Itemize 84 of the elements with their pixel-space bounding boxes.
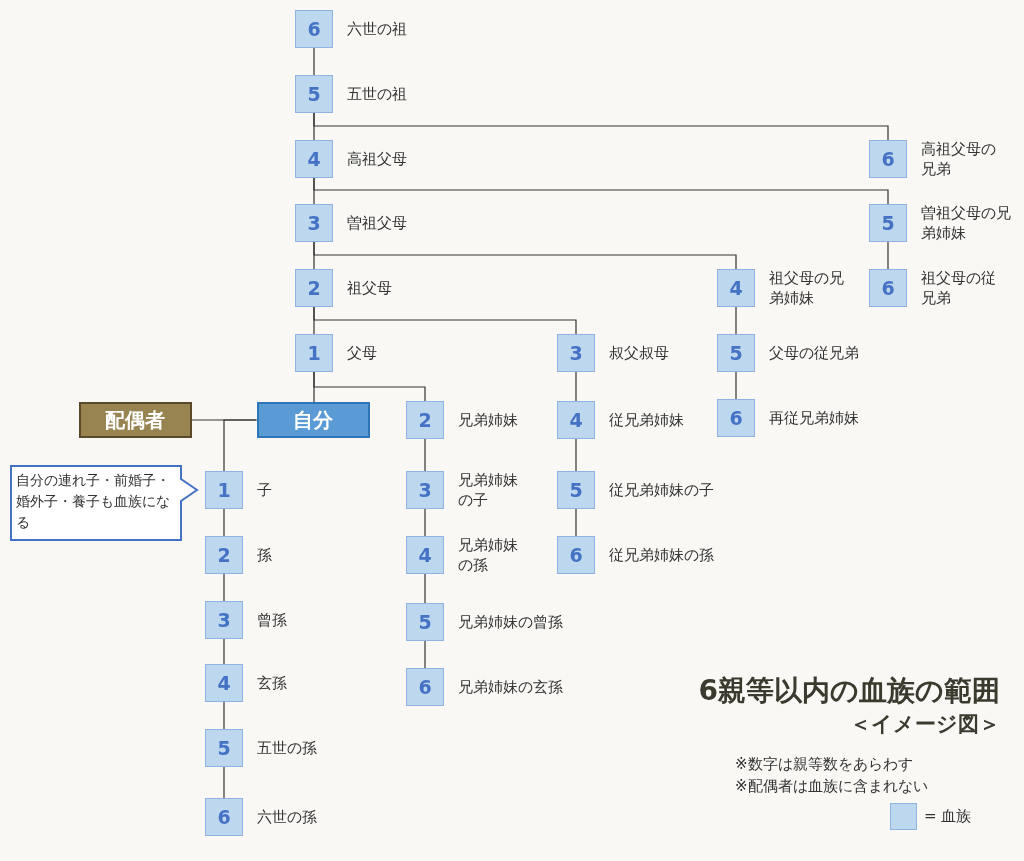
degree-box: 4 xyxy=(295,140,333,178)
connector-line xyxy=(313,177,889,205)
relative-label: 従兄弟姉妹の孫 xyxy=(609,545,715,565)
connector-line xyxy=(575,371,577,402)
connector-line xyxy=(313,306,577,335)
connector-line xyxy=(424,438,426,472)
connector-line xyxy=(313,112,889,141)
connector-line xyxy=(313,241,737,270)
degree-box: 3 xyxy=(406,471,444,509)
self-box: 自分 xyxy=(256,402,370,438)
degree-box: 3 xyxy=(205,601,243,639)
degree-box: 4 xyxy=(406,536,444,574)
relative-label: 五世の祖 xyxy=(347,84,408,104)
relative-label: 兄弟姉妹の孫 xyxy=(458,535,519,575)
degree-box: 5 xyxy=(869,204,907,242)
note-text: ※配偶者は血族に含まれない xyxy=(735,777,928,796)
connector-line xyxy=(424,573,426,604)
degree-box: 6 xyxy=(406,668,444,706)
degree-box: 3 xyxy=(295,204,333,242)
degree-box: 5 xyxy=(205,729,243,767)
connector-line xyxy=(575,508,577,537)
connector-line xyxy=(735,306,737,335)
connector-line xyxy=(575,438,577,472)
connector-line xyxy=(223,766,225,799)
degree-box: 2 xyxy=(205,536,243,574)
connector-line xyxy=(424,640,426,669)
relative-label: 兄弟姉妹 xyxy=(458,410,519,430)
relative-label: 高祖父母 xyxy=(347,149,408,169)
degree-box: 6 xyxy=(295,10,333,48)
relative-label: 五世の孫 xyxy=(257,738,318,758)
connector-line xyxy=(223,419,258,472)
degree-box: 4 xyxy=(205,664,243,702)
connector-line xyxy=(223,508,225,537)
relative-label: 祖父母の従兄弟 xyxy=(921,268,997,308)
relative-label: 高祖父母の兄弟 xyxy=(921,139,997,179)
relative-label: 兄弟姉妹の玄孫 xyxy=(458,677,564,697)
relative-label: 再従兄弟姉妹 xyxy=(769,408,860,428)
degree-box: 5 xyxy=(557,471,595,509)
degree-box: 2 xyxy=(406,401,444,439)
relative-label: 父母 xyxy=(347,343,378,363)
connector-line xyxy=(313,47,315,76)
connector-line xyxy=(313,371,426,402)
relative-label: 従兄弟姉妹 xyxy=(609,410,685,430)
degree-box: 6 xyxy=(869,140,907,178)
connector-line xyxy=(223,573,225,602)
degree-box: 4 xyxy=(557,401,595,439)
callout-bubble: 自分の連れ子・前婚子・婚外子・養子も血族になる xyxy=(10,465,199,541)
degree-box: 5 xyxy=(406,603,444,641)
subtitle: ＜イメージ図＞ xyxy=(850,711,1000,738)
relative-label: 兄弟姉妹の子 xyxy=(458,470,519,510)
connector-line xyxy=(887,241,889,270)
relative-label: 兄弟姉妹の曾孫 xyxy=(458,612,564,632)
connector-line xyxy=(424,508,426,537)
relative-label: 孫 xyxy=(257,545,273,565)
connector-line xyxy=(735,371,737,400)
degree-box: 4 xyxy=(717,269,755,307)
connector-line xyxy=(223,638,225,665)
degree-box: 6 xyxy=(717,399,755,437)
relative-label: 玄孫 xyxy=(257,673,288,693)
relative-label: 祖父母の兄弟姉妹 xyxy=(769,268,845,308)
degree-box: 6 xyxy=(869,269,907,307)
degree-box: 6 xyxy=(557,536,595,574)
note-text: ※数字は親等数をあらわす xyxy=(735,755,913,774)
relative-label: 六世の孫 xyxy=(257,807,318,827)
relative-label: 曽祖父母 xyxy=(347,213,408,233)
degree-box: 5 xyxy=(295,75,333,113)
degree-box: 1 xyxy=(295,334,333,372)
relative-label: 叔父叔母 xyxy=(609,343,670,363)
degree-box: 2 xyxy=(295,269,333,307)
relative-label: 父母の従兄弟 xyxy=(769,343,860,363)
degree-box: 5 xyxy=(717,334,755,372)
diagram-title: 6親等以内の血族の範囲 xyxy=(698,673,1000,709)
relative-label: 祖父母 xyxy=(347,278,393,298)
degree-box: 1 xyxy=(205,471,243,509)
relative-label: 子 xyxy=(257,480,273,500)
degree-box: 6 xyxy=(205,798,243,836)
relative-label: 曽祖父母の兄弟姉妹 xyxy=(921,203,1012,243)
relative-label: 従兄弟姉妹の子 xyxy=(609,480,715,500)
connector-line xyxy=(223,701,225,730)
legend-label: = 血族 xyxy=(924,807,972,826)
spouse-box: 配偶者 xyxy=(78,402,192,438)
relative-label: 曾孫 xyxy=(257,610,288,630)
degree-box: 3 xyxy=(557,334,595,372)
relative-label: 六世の祖 xyxy=(347,19,408,39)
